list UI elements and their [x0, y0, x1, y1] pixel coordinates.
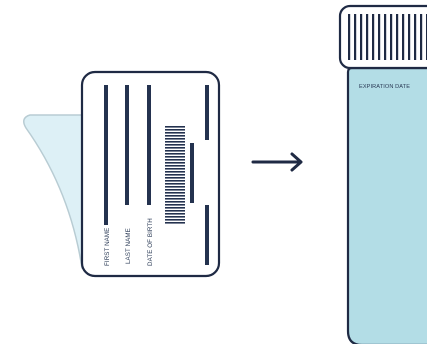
cap-ridge [378, 14, 381, 60]
first-name-line [104, 85, 108, 225]
barcode-stripe [165, 126, 185, 128]
barcode-stripe [165, 171, 185, 173]
barcode-stripe [165, 132, 185, 134]
barcode-stripe [165, 210, 185, 212]
barcode-icon [165, 126, 185, 224]
cap-ridge [402, 14, 405, 60]
barcode-stripe [165, 147, 185, 149]
cap-ridge [366, 14, 369, 60]
label-backing-peel [23, 114, 87, 269]
edge-bar-top [205, 85, 209, 140]
cap-ridge [420, 14, 423, 60]
dob-line [147, 85, 151, 205]
cap-ridge [384, 14, 387, 60]
barcode-stripe [165, 159, 185, 161]
barcode-stripe [165, 213, 185, 215]
barcode-stripe [165, 150, 185, 152]
cap-ridge [414, 14, 417, 60]
specimen-container-icon: EXPIRATION DATE [338, 4, 427, 344]
cap-ridge [408, 14, 411, 60]
barcode-stripe [165, 195, 185, 197]
cap-ridge [348, 14, 351, 60]
barcode-stripe [165, 219, 185, 221]
cap-ridge [390, 14, 393, 60]
container-body [346, 66, 427, 344]
expiration-date-label: EXPIRATION DATE [359, 84, 410, 90]
label-sticker-icon: FIRST NAME LAST NAME DATE OF BIRTH [80, 70, 221, 278]
dob-label: DATE OF BIRTH [147, 218, 154, 266]
barcode-stripe [165, 189, 185, 191]
barcode-stripe [165, 135, 185, 137]
barcode-stripe [165, 153, 185, 155]
container-cap [338, 4, 427, 70]
cap-ridge [360, 14, 363, 60]
barcode-stripe [165, 162, 185, 164]
barcode-stripe [165, 186, 185, 188]
barcode-stripe [165, 168, 185, 170]
barcode-stripe [165, 174, 185, 176]
barcode-stripe [165, 180, 185, 182]
last-name-label: LAST NAME [125, 228, 132, 264]
barcode-stripe [165, 216, 185, 218]
barcode-stripe [165, 141, 185, 143]
right-arrow-icon [251, 152, 303, 172]
barcode-stripe [165, 165, 185, 167]
edge-bar-middle [190, 143, 194, 203]
barcode-stripe [165, 201, 185, 203]
barcode-stripe [165, 222, 185, 224]
cap-ridge [372, 14, 375, 60]
barcode-stripe [165, 204, 185, 206]
barcode-stripe [165, 156, 185, 158]
barcode-stripe [165, 144, 185, 146]
barcode-stripe [165, 207, 185, 209]
barcode-stripe [165, 177, 185, 179]
last-name-line [125, 85, 129, 205]
cap-ridge [396, 14, 399, 60]
first-name-label: FIRST NAME [104, 228, 111, 266]
cap-ridges [348, 14, 427, 60]
barcode-stripe [165, 183, 185, 185]
cap-ridge [354, 14, 357, 60]
barcode-stripe [165, 129, 185, 131]
barcode-stripe [165, 138, 185, 140]
edge-bar-bottom [205, 205, 209, 265]
barcode-stripe [165, 198, 185, 200]
barcode-stripe [165, 192, 185, 194]
